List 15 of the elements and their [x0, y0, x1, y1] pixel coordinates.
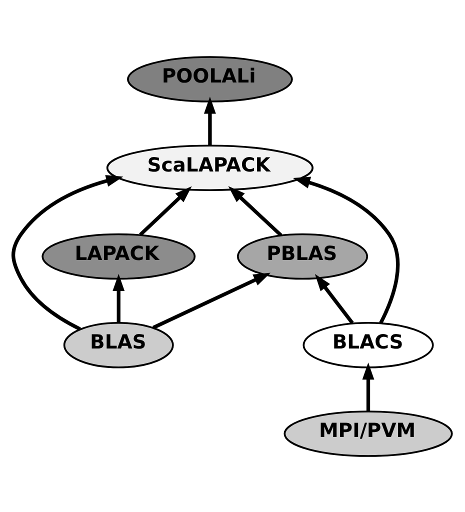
- node-ellipse: BLACS: [302, 321, 434, 368]
- node-ellipse: PBLAS: [236, 232, 368, 280]
- node-ellipse: POOLALi: [127, 56, 293, 102]
- arrow: [112, 273, 125, 322]
- arrow: [314, 274, 354, 324]
- node-ellipse: BLAS: [63, 321, 174, 368]
- arrow: [228, 186, 282, 236]
- node-ellipse: LAPACK: [42, 232, 196, 280]
- arrow: [139, 186, 192, 236]
- arrow: [362, 362, 374, 411]
- arrow: [152, 272, 271, 329]
- arrow: [12, 174, 124, 330]
- arrow: [292, 176, 400, 324]
- node-ellipse: MPI/PVM: [284, 410, 453, 456]
- arrow: [204, 96, 216, 145]
